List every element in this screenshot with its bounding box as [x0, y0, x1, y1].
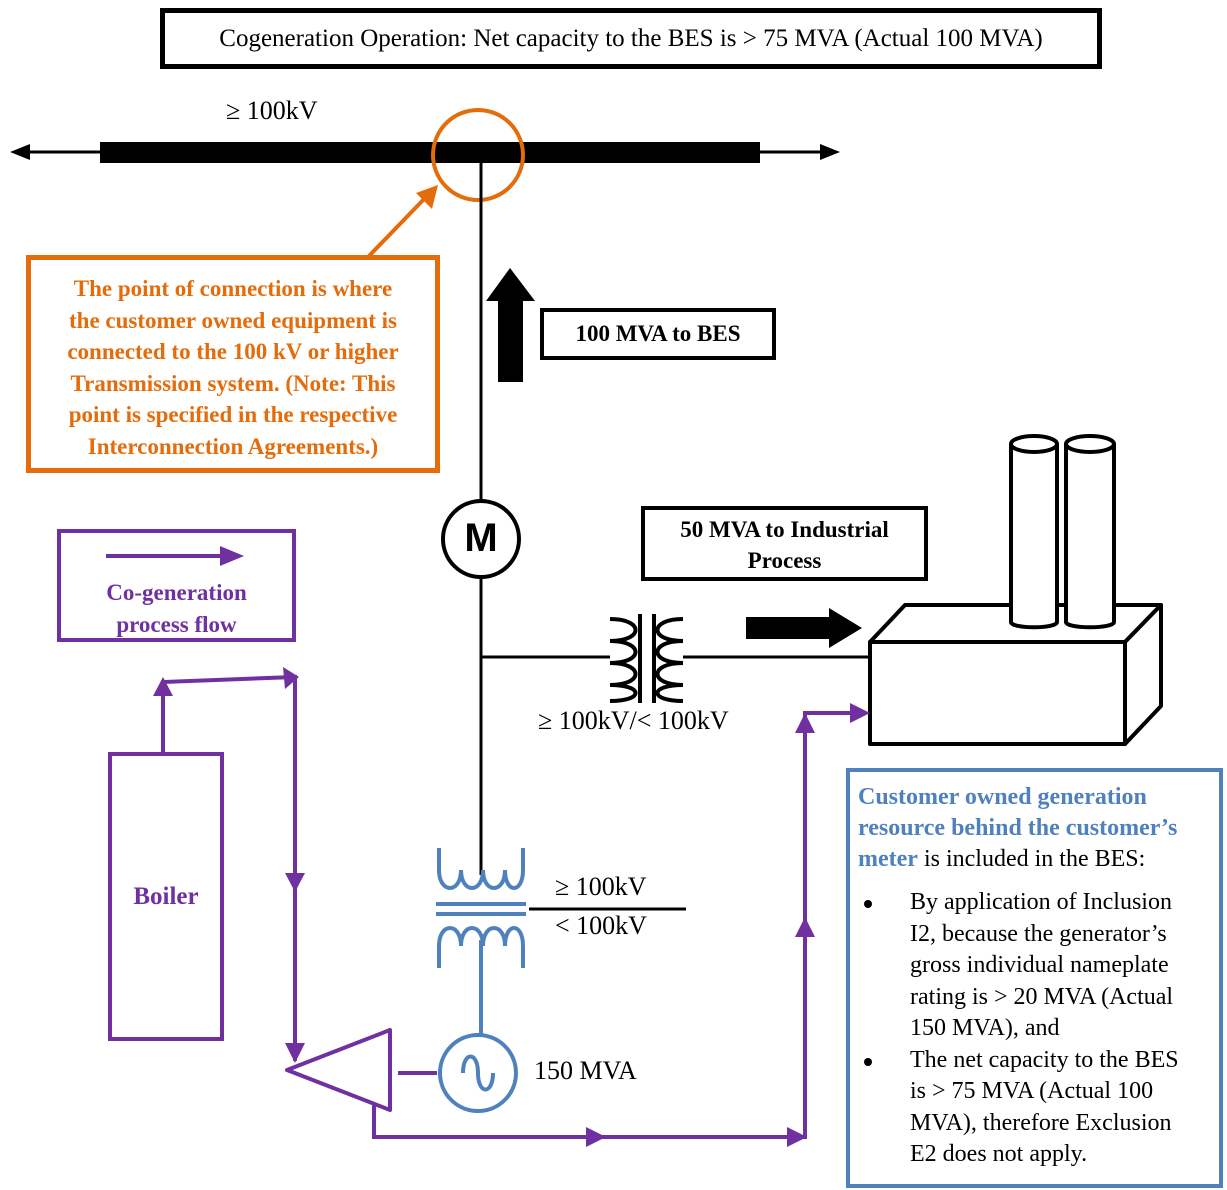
- inclusion-bullet-line: E2 does not apply.: [910, 1141, 1088, 1167]
- connection-note-line: Transmission system. (Note: This: [70, 370, 396, 396]
- industrial-flow-line: Process: [747, 548, 822, 573]
- plant-front-face: [868, 640, 1127, 746]
- industrial-flow-line: 50 MVA to Industrial: [680, 517, 889, 542]
- bullet-dot: [864, 900, 872, 908]
- legend-arrow: [106, 546, 244, 566]
- meter-circle: [441, 499, 521, 579]
- connection-note-box: The point of connection is where the cus…: [26, 255, 440, 473]
- bus-voltage-label: ≥ 100kV: [226, 96, 318, 125]
- inclusion-bullet: By application of Inclusion I2, because …: [858, 887, 1211, 1045]
- connection-note-line: connected to the 100 kV or higher: [67, 339, 399, 364]
- inclusion-bullet-line: is > 75 MVA (Actual 100: [910, 1078, 1154, 1104]
- inclusion-bullet-line: I2, because the generator’s: [910, 920, 1167, 947]
- gen-transformer-low-label: < 100kV: [555, 911, 647, 940]
- inclusion-note-heading-rest: is included in the BES:: [917, 846, 1146, 872]
- inclusion-bullet: The net capacity to the BES is > 75 MVA …: [858, 1045, 1211, 1171]
- legend-label: Co-generation process flow: [61, 577, 292, 641]
- inclusion-note-box: Customer owned generation resource behin…: [846, 768, 1223, 1188]
- industrial-flow-arrow: [746, 608, 862, 648]
- bus-right-arrowhead: [820, 144, 840, 160]
- inclusion-note-heading: Customer owned generation resource behin…: [858, 782, 1211, 875]
- flow-to-bes-box: 100 MVA to BES: [540, 308, 776, 360]
- step-down-transformer: [609, 614, 684, 703]
- sine-wave-icon: [461, 1054, 495, 1092]
- inclusion-bullet-line: gross individual nameplate: [910, 952, 1169, 978]
- generator-transformer: [436, 848, 526, 1035]
- legend-line: Co-generation: [106, 580, 247, 605]
- inclusion-note-highlight: meter: [858, 846, 918, 872]
- connection-pointer-arrowhead: [416, 185, 438, 209]
- industrial-plant: [868, 434, 1163, 746]
- flow-to-bes-label: 100 MVA to BES: [575, 321, 741, 346]
- turbine: [285, 1028, 392, 1112]
- legend-line: process flow: [116, 612, 237, 637]
- generator-rating-label: 150 MVA: [534, 1056, 637, 1085]
- connection-note-line: Interconnection Agreements.): [87, 433, 379, 459]
- page-title: Cogeneration Operation: Net capacity to …: [219, 24, 1043, 52]
- flow-to-bes-arrow: [486, 268, 535, 382]
- boiler: Boiler: [108, 752, 224, 1041]
- connection-pointer-line: [367, 195, 428, 258]
- legend-box: Co-generation process flow: [57, 529, 296, 642]
- connection-note-line: The point of connection is where: [73, 276, 393, 301]
- inclusion-bullet-line: 150 MVA), and: [910, 1015, 1060, 1041]
- title-box: Cogeneration Operation: Net capacity to …: [160, 8, 1102, 69]
- bullet-dot: [864, 1057, 872, 1066]
- inclusion-note-highlight: Customer owned generation: [858, 784, 1147, 810]
- gen-transformer-high-label: ≥ 100kV: [555, 872, 647, 901]
- bus-bar: [100, 142, 760, 163]
- point-of-connection-circle: [431, 108, 525, 202]
- boiler-label: Boiler: [133, 882, 199, 910]
- inclusion-bullet-line: The net capacity to the BES: [910, 1046, 1179, 1073]
- plant-stack-right: [1064, 434, 1116, 630]
- process-flow-arrowheads: [153, 667, 870, 1147]
- connection-note-line: the customer owned equipment is: [69, 307, 397, 333]
- inclusion-bullet-line: By application of Inclusion: [910, 889, 1172, 915]
- transmission-bus: [10, 142, 840, 163]
- industrial-flow-box: 50 MVA to Industrial Process: [641, 506, 928, 581]
- step-down-transformer-label: ≥ 100kV/< 100kV: [538, 706, 729, 735]
- plant-stack-left: [1009, 434, 1059, 630]
- connection-note-line: point is specified in the respective: [68, 402, 398, 427]
- generator: [438, 1033, 518, 1113]
- meter-symbol: M: [464, 516, 498, 560]
- inclusion-bullet-line: MVA), therefore Exclusion: [910, 1109, 1172, 1136]
- inclusion-note-highlight: resource behind the customer’s: [858, 815, 1178, 841]
- inclusion-bullet-line: rating is > 20 MVA (Actual: [910, 983, 1174, 1010]
- bus-left-arrowhead: [10, 144, 30, 160]
